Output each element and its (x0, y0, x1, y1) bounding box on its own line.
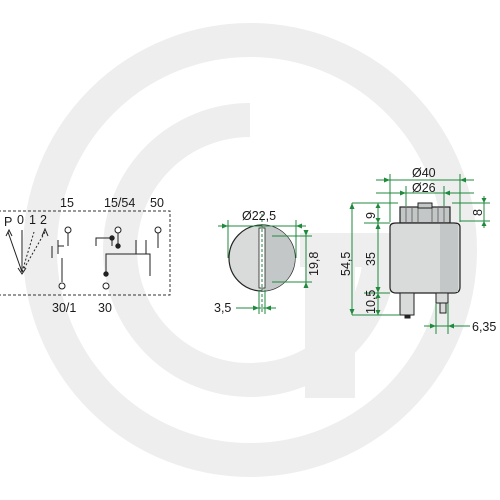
contact-set (51, 226, 162, 290)
total-height-label: 54,5 (339, 252, 353, 276)
top-height-label: 9 (364, 212, 378, 219)
terminal-label-15-54: 15/54 (104, 196, 135, 210)
position-label-1: 1 (29, 213, 36, 227)
terminal-label-50: 50 (150, 196, 164, 210)
switch-schematic: P 0 1 2 15 15/54 50 (0, 196, 171, 315)
side-view-cap (417, 202, 433, 209)
side-view-terminals (399, 292, 449, 319)
side-view: Ø40 Ø26 54,5 9 (339, 166, 496, 334)
key-slot (258, 227, 266, 289)
collar-ribs (405, 208, 445, 222)
position-label-0: 0 (17, 213, 24, 227)
outer-diameter-label: Ø40 (412, 166, 436, 180)
side-view-body-shade (440, 224, 458, 292)
position-label-2: 2 (40, 213, 47, 227)
body-height-label: 35 (364, 252, 378, 266)
position-label-p: P (4, 215, 12, 229)
front-height-label: 19,8 (307, 252, 321, 276)
schematic-frame (0, 210, 171, 296)
front-key-width-label: 3,5 (214, 301, 231, 315)
terminal-label-30: 30 (98, 301, 112, 315)
inner-diameter-label: Ø26 (412, 181, 436, 195)
front-view: Ø22,5 19,8 3,5 (214, 209, 321, 315)
watermark-stem (305, 248, 355, 398)
rotary-selector (5, 227, 49, 275)
terminal-height-label: 10,5 (364, 290, 378, 314)
side-view-collar (399, 206, 451, 224)
right-top-label: 8 (471, 209, 485, 216)
front-diameter-label: Ø22,5 (242, 209, 276, 223)
terminal-width-label: 6,35 (472, 320, 496, 334)
terminal-label-30-1: 30/1 (52, 301, 76, 315)
terminal-label-15: 15 (60, 196, 74, 210)
front-view-shade (262, 225, 295, 291)
